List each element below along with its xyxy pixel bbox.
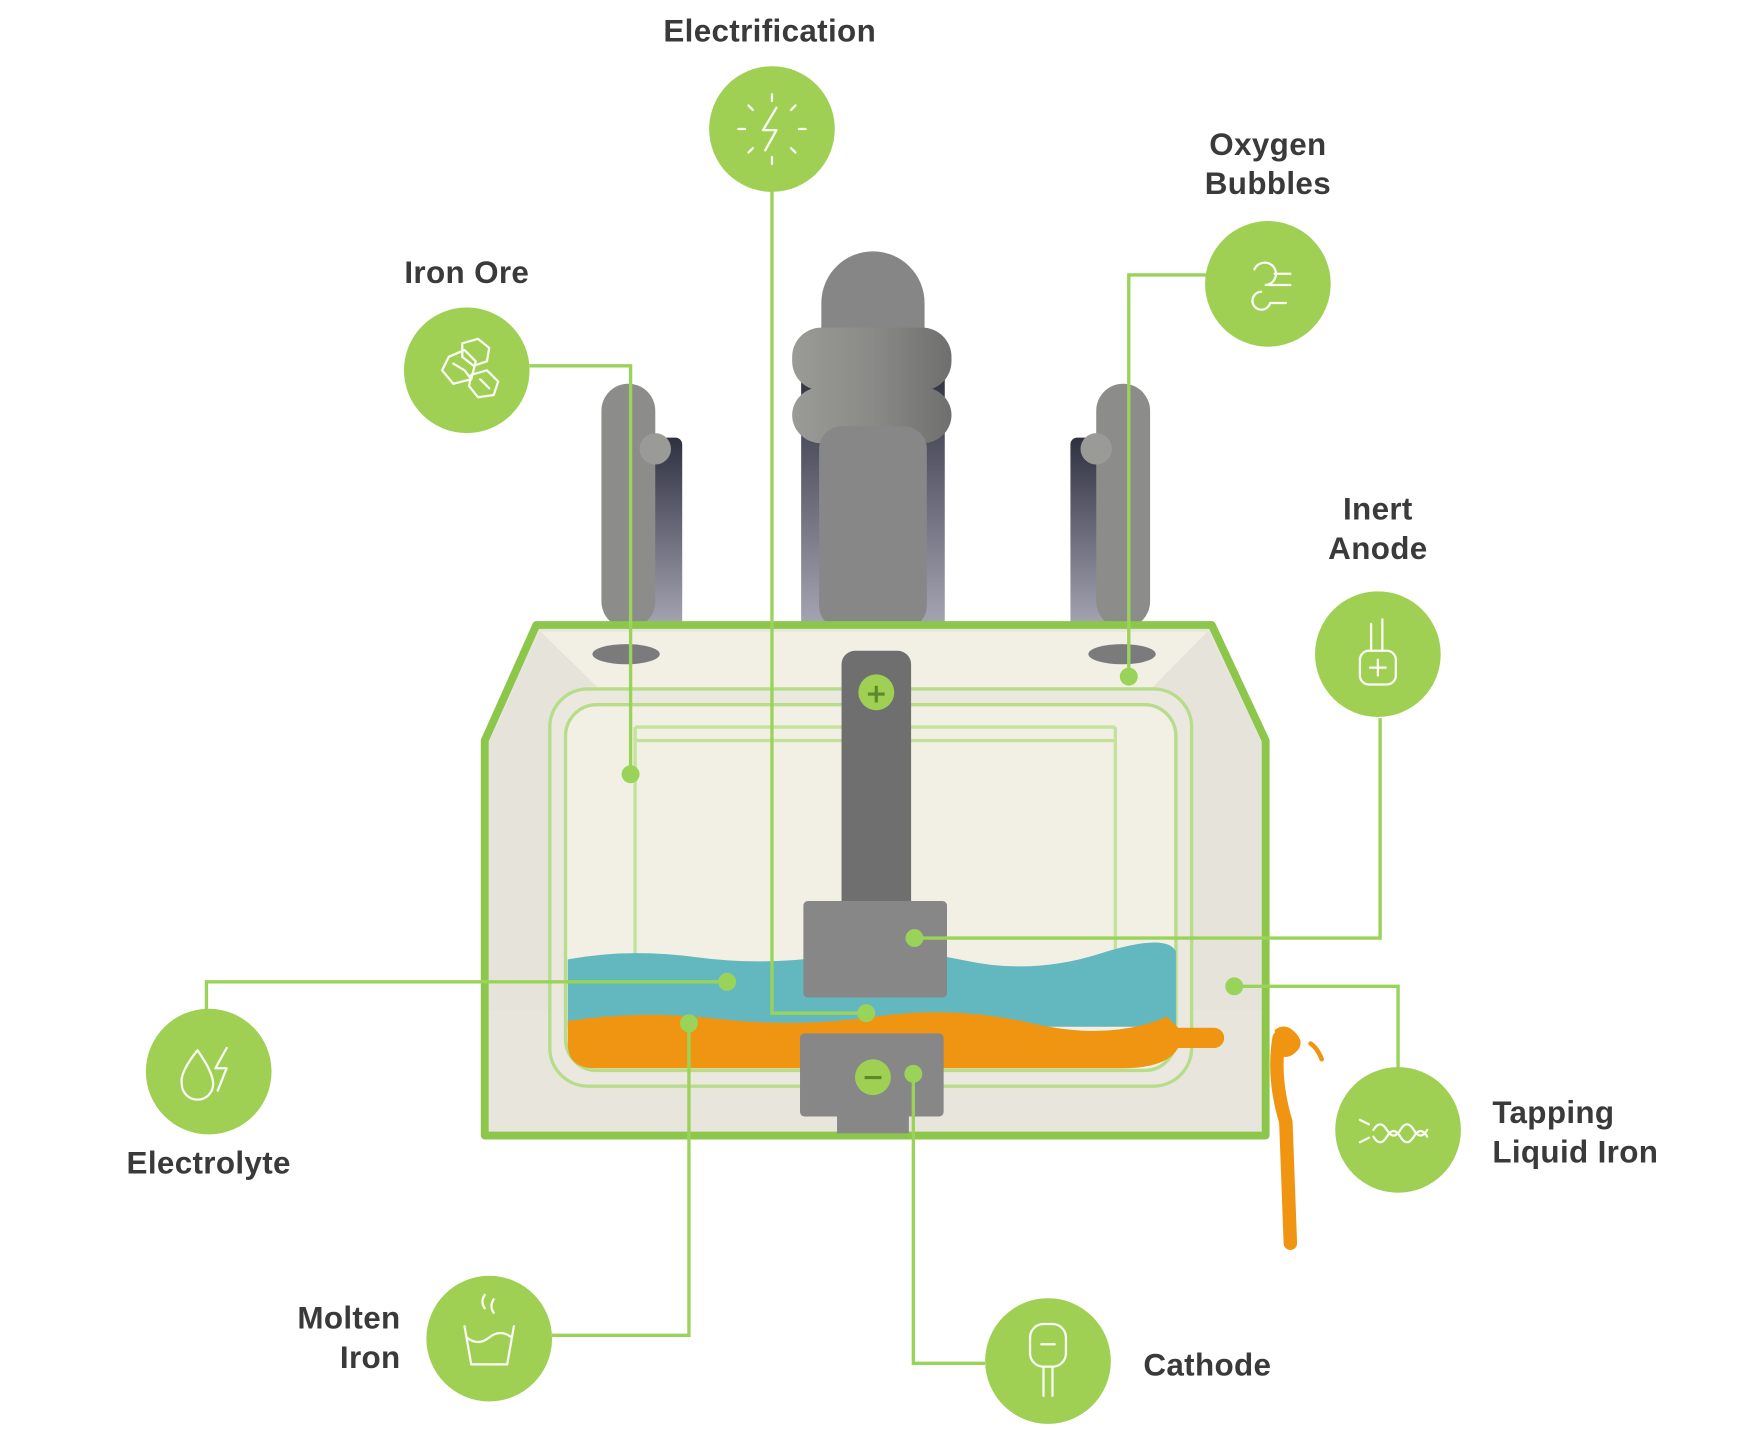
badge-cathode [985,1298,1111,1424]
leader-lines [204,190,1400,1365]
wind-bubbles-icon [1251,261,1292,311]
leader-inert-anode [914,718,1382,940]
label-oxygen-bubbles-line1: Oxygen [1209,127,1326,162]
callout-electrification: Electrification [663,14,876,192]
left-electrode-post [601,383,683,629]
badge-inert-anode [1315,591,1441,717]
badge-electrolyte [145,1008,272,1135]
leader-tapping [1234,984,1400,1069]
leader-molten-iron [552,1023,691,1337]
label-oxygen-bubbles-line2: Bubbles [1205,166,1331,201]
label-tapping-line2: Liquid Iron [1492,1134,1658,1169]
callout-inert-anode: Inert Anode [1315,492,1441,717]
label-inert-anode-line2: Anode [1328,531,1427,566]
callout-cathode: Cathode [985,1298,1271,1424]
leader-cathode [911,1073,986,1365]
label-molten-iron-line2: Iron [340,1340,401,1375]
label-iron-ore: Iron Ore [404,255,529,290]
callout-molten-iron: Molten Iron [297,1275,553,1402]
label-molten-iron-line1: Molten [297,1301,400,1336]
center-electrode-column [792,251,952,629]
badge-iron-ore [403,307,530,434]
label-cathode: Cathode [1143,1348,1271,1383]
cathode-minus-icon [1028,1322,1068,1397]
label-inert-anode-line1: Inert [1343,492,1413,527]
lightning-burst-icon [737,93,807,165]
anode-plus-symbol: + [865,678,888,709]
drop-lightning-icon [180,1046,228,1101]
tapping-stream [1270,1026,1325,1250]
anode-plus-icon [1358,618,1397,686]
leader-oxygen [1127,273,1207,677]
callout-tapping-liquid-iron: Tapping Liquid Iron [1335,1067,1658,1193]
leader-iron-ore [529,364,633,775]
leader-electrolyte [204,980,728,1010]
leader-electrification [770,190,867,1015]
callout-oxygen-bubbles: Oxygen Bubbles [1205,127,1331,347]
callout-electrolyte: Electrolyte [127,1008,291,1181]
cathode-minus-symbol: − [862,1062,885,1093]
right-electrode-post [1070,383,1151,629]
anode-rod: + [803,650,948,998]
ore-rocks-icon [440,337,500,399]
liquid-flow-icon [1358,1118,1429,1144]
label-electrolyte: Electrolyte [127,1146,291,1181]
callout-iron-ore: Iron Ore [403,255,530,434]
label-electrification: Electrification [663,14,876,49]
leader-dots [621,667,1244,1083]
label-tapping-line1: Tapping [1492,1095,1614,1130]
badge-tapping-liquid-iron [1335,1067,1461,1193]
steaming-cup-icon [463,1293,516,1366]
cathode-block: − [800,1033,944,1134]
